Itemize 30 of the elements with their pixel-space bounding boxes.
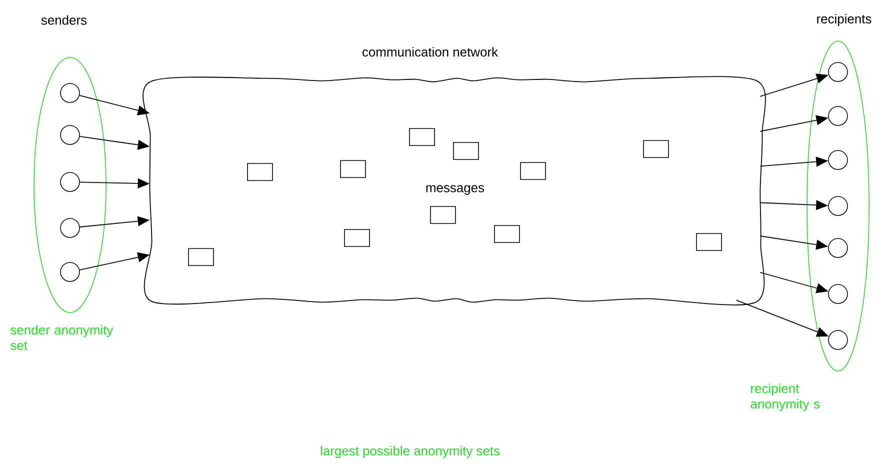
- group-label: recipients: [817, 14, 872, 26]
- message-box: [494, 225, 520, 243]
- message-box: [696, 233, 722, 251]
- participant-circle: [60, 218, 80, 238]
- cloud-label: messages: [424, 184, 486, 196]
- network-title: communication network: [362, 47, 498, 57]
- caption: largest possible anonymity sets: [320, 446, 500, 458]
- participant-circle: [60, 172, 80, 192]
- participant-circle: [828, 330, 848, 350]
- participant-circle: [60, 83, 80, 103]
- message-box: [520, 162, 546, 180]
- set-label: recipient anonymity s: [750, 384, 820, 412]
- message-box: [247, 163, 273, 181]
- message-box: [344, 229, 370, 247]
- set-label: sender anonymity set: [10, 325, 114, 350]
- participant-circle: [828, 196, 848, 216]
- participant-circle: [828, 238, 848, 258]
- message-box: [643, 140, 669, 158]
- participant-circle: [828, 62, 848, 82]
- participant-circle: [60, 125, 80, 145]
- message-box: [430, 206, 456, 224]
- message-box: [409, 128, 435, 146]
- participant-circle: [828, 284, 848, 304]
- message-box: [188, 248, 214, 266]
- participant-circle: [828, 150, 848, 170]
- group-label: senders: [41, 15, 87, 25]
- participant-circle: [828, 106, 848, 126]
- participant-circle: [60, 262, 80, 282]
- message-box: [340, 160, 366, 178]
- message-box: [453, 142, 479, 160]
